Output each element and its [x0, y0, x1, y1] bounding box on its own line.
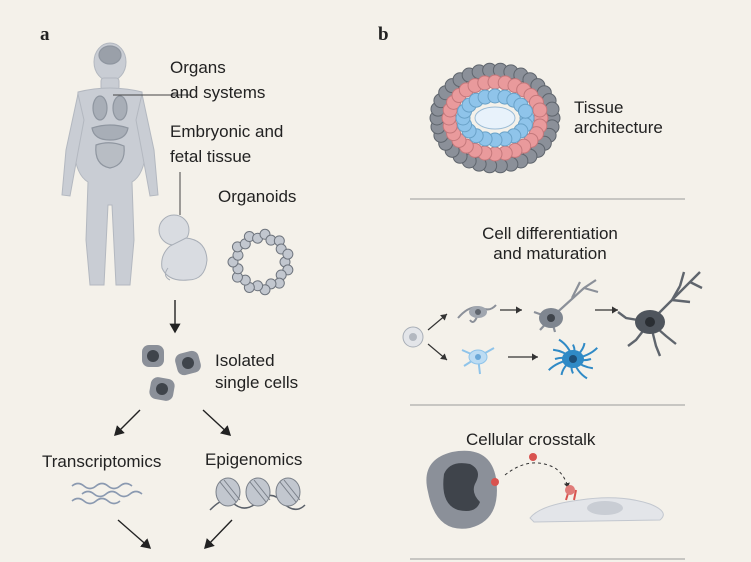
organoids-label: Organoids: [218, 187, 297, 206]
tissue-architecture-label: Tissue architecture: [574, 98, 663, 137]
arrow-converge-left-icon: [117, 519, 152, 549]
crosstalk-illustration: [426, 450, 664, 529]
differentiation-illustration: [402, 271, 703, 380]
rna-waves-icon: [71, 482, 143, 505]
organs-label: Organs and systems: [170, 58, 266, 102]
isolated-cells-label: Isolated single cells: [215, 351, 299, 392]
arrow-right-icon: [202, 409, 232, 436]
embryonic-label: Embryonic and fetal tissue: [170, 122, 284, 166]
panel-a-label: a: [40, 24, 50, 45]
nucleosome-icon: [209, 477, 306, 511]
human-body-illustration: [61, 42, 159, 286]
arrow-left-icon: [114, 409, 141, 436]
embryo-illustration: [158, 214, 208, 281]
arrow-converge-right-icon: [204, 519, 233, 550]
transcriptomics-label: Transcriptomics: [42, 452, 162, 471]
tissue-architecture-illustration: [429, 62, 561, 174]
organs-illustration: [91, 45, 129, 169]
isolated-cells-illustration: [142, 345, 201, 401]
differentiation-label: Cell differentiation and maturation: [482, 224, 618, 263]
epigenomics-label: Epigenomics: [205, 450, 303, 469]
crosstalk-label: Cellular crosstalk: [466, 430, 596, 449]
organoid-illustration: [227, 228, 294, 296]
panel-b-label: b: [378, 24, 389, 45]
